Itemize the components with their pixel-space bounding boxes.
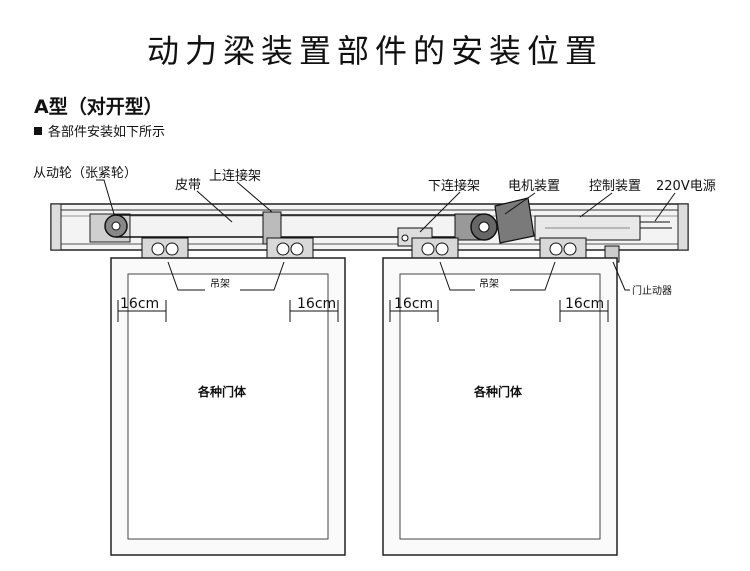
label-belt: 皮带 — [175, 178, 201, 193]
label-door-right: 各种门体 — [473, 384, 523, 399]
diagram-subtitle: A型（对开型） — [34, 96, 163, 118]
hanger-left-a — [141, 237, 189, 261]
door-right — [382, 257, 618, 556]
controller-unit — [534, 215, 672, 241]
door-left — [110, 257, 346, 556]
install-note-text: 各部件安装如下所示 — [48, 125, 166, 140]
label-door-stop: 门止动器 — [632, 284, 672, 297]
dimension-label-2: 16cm — [297, 296, 336, 312]
label-idler-wheel: 从动轮（张紧轮） — [33, 166, 137, 181]
label-hanger-right: 吊架 — [479, 278, 499, 290]
label-motor: 电机装置 — [508, 179, 560, 194]
dimension-label-1: 16cm — [120, 296, 159, 312]
label-door-left: 各种门体 — [197, 384, 247, 399]
label-upper-bracket: 上连接架 — [209, 168, 261, 184]
label-lower-bracket: 下连接架 — [428, 178, 480, 194]
label-hanger-left: 吊架 — [210, 278, 230, 290]
leader-lines — [96, 179, 676, 291]
dimension-label-4: 16cm — [565, 296, 604, 312]
dimension-lines — [117, 300, 609, 322]
dimension-label-3: 16cm — [394, 296, 433, 312]
label-power: 220V电源 — [656, 179, 716, 194]
page-title: 动力梁装置部件的安装位置 — [146, 32, 603, 70]
install-note: 各部件安装如下所示 — [34, 121, 165, 140]
bullet-icon — [34, 127, 42, 135]
motor-unit — [454, 197, 535, 244]
hanger-left-b — [266, 237, 314, 261]
label-controller: 控制装置 — [589, 179, 641, 194]
hanger-right-b — [539, 237, 587, 261]
hanger-right-a — [411, 237, 459, 261]
